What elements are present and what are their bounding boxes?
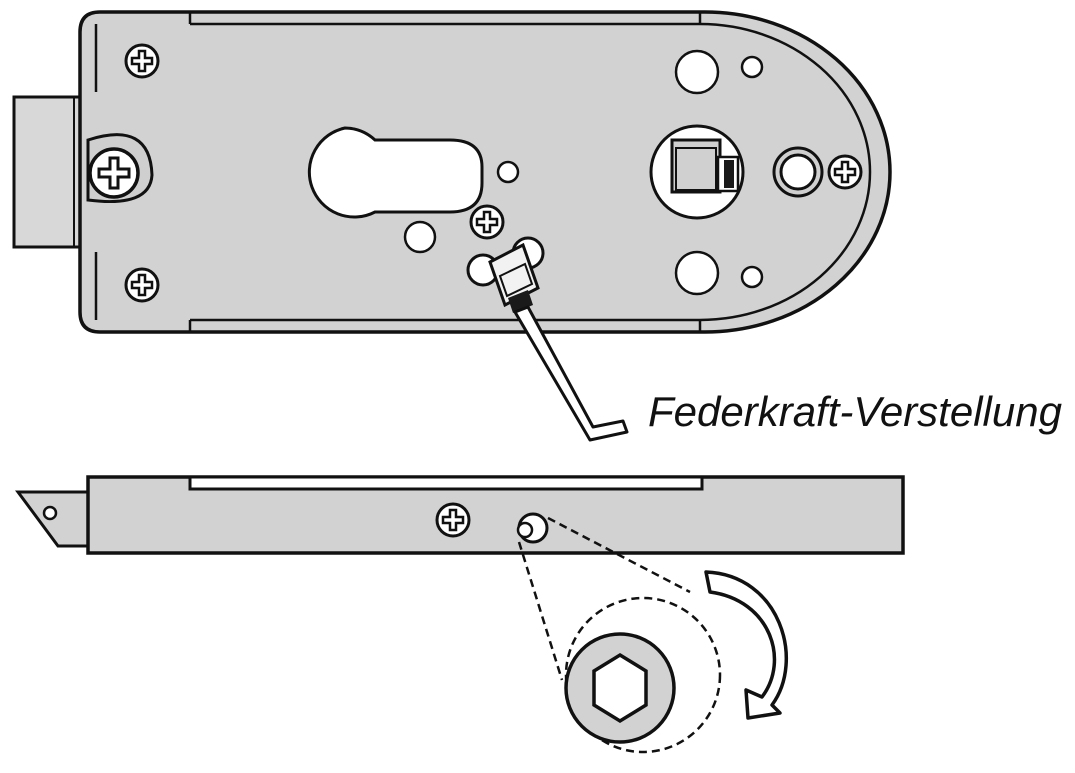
- phillips-screw-icon: [124, 267, 160, 303]
- hole: [674, 49, 720, 95]
- lock-case-front-view: [12, 10, 892, 442]
- follower-square-spindle: [649, 124, 745, 220]
- phillips-screw-icon: [469, 204, 505, 240]
- cylinder-cutout: [307, 126, 484, 219]
- hole: [674, 250, 720, 296]
- hole: [403, 220, 437, 254]
- hole: [740, 265, 764, 289]
- adjustment-screw: [516, 512, 549, 544]
- hex-socket-icon: [592, 652, 648, 724]
- hole: [496, 160, 520, 184]
- spring-force-adjustment-label: Federkraft-Verstellung: [648, 388, 1062, 435]
- allen-key-icon: [513, 305, 629, 442]
- spring-adjuster-block: [466, 236, 545, 313]
- phillips-screw-icon: [435, 502, 471, 538]
- lock-case-inner-rim: [94, 22, 872, 322]
- phillips-screw-icon: [827, 154, 863, 190]
- phillips-screw-icon: [88, 147, 140, 199]
- zoom-callout: [517, 516, 722, 754]
- rotation-arrow-icon: [704, 570, 788, 720]
- lock-case-side-view: [15, 475, 905, 555]
- latch-bolt: [12, 95, 90, 249]
- phillips-screw-icon: [124, 43, 160, 79]
- hole: [740, 55, 764, 79]
